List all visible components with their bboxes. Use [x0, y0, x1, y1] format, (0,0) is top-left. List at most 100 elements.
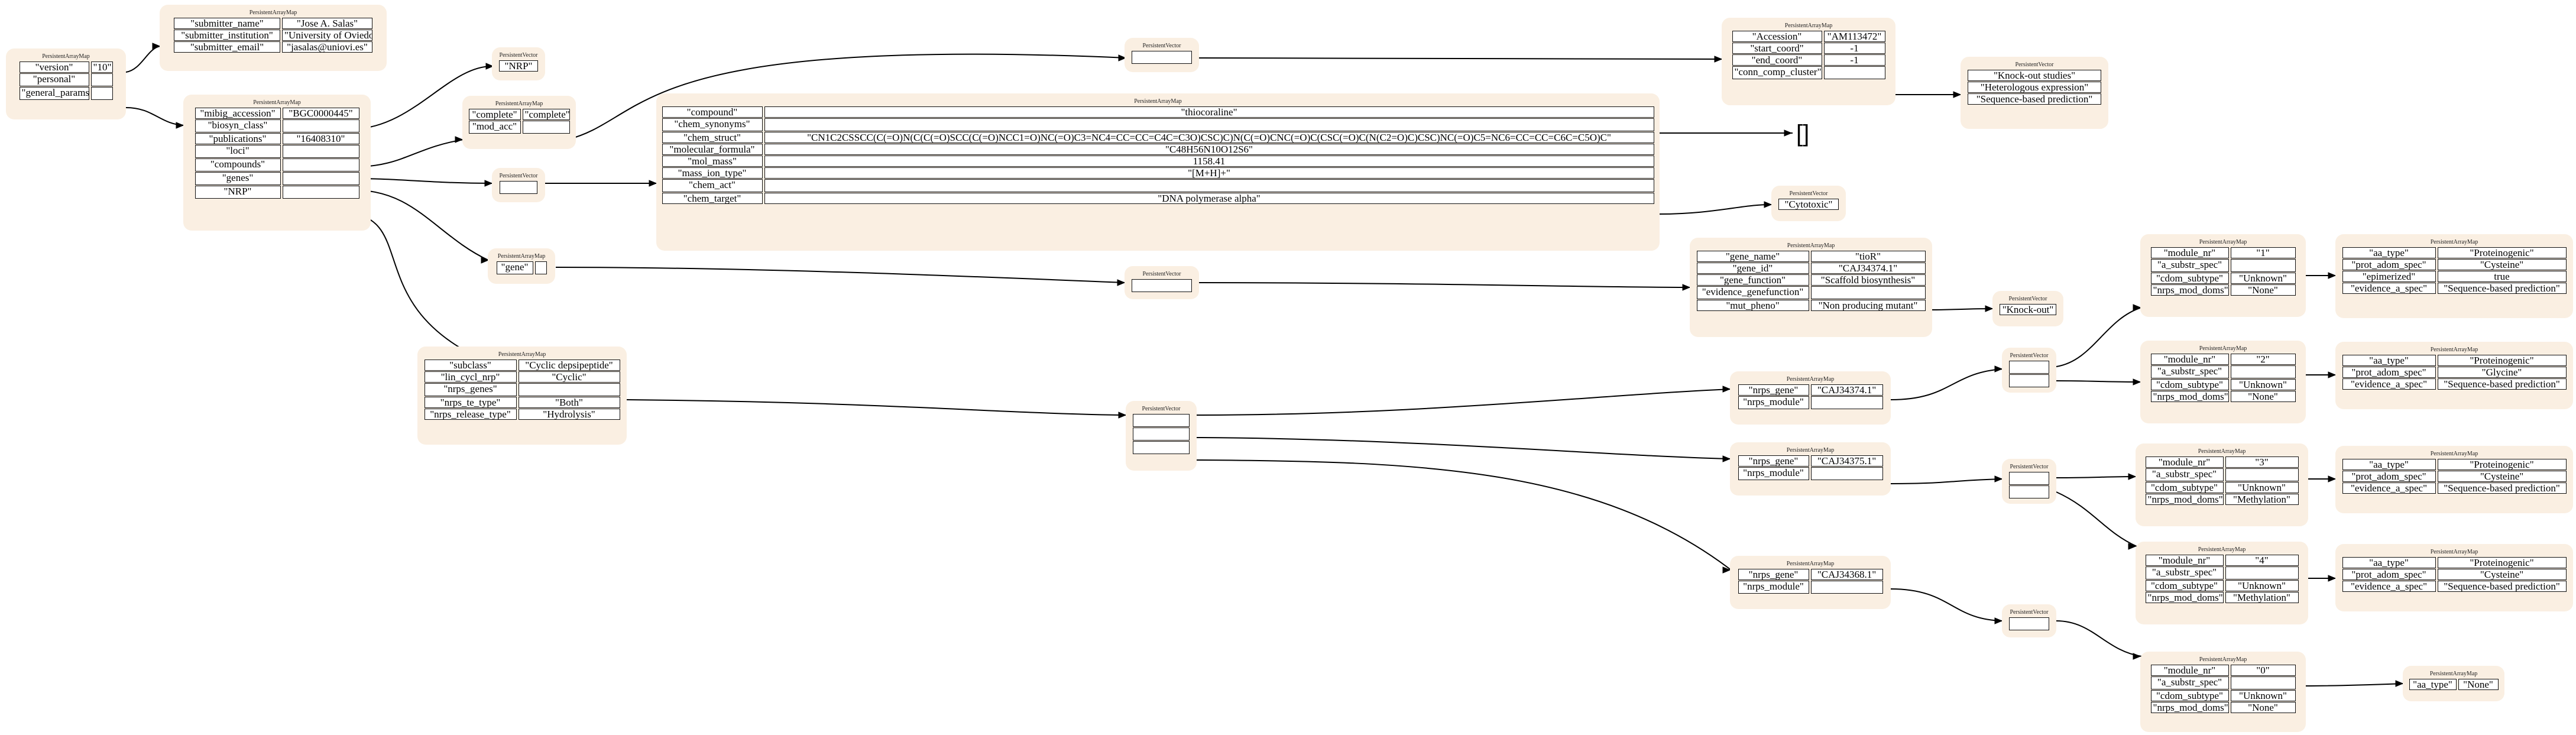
- node-type-label: PersistentVector: [1142, 43, 1181, 49]
- key-cell: "molecular_formula": [662, 144, 763, 155]
- arrowhead: [2128, 543, 2137, 550]
- node-s2: PersistentArrayMap"aa_type""Proteinogeni…: [2335, 342, 2573, 409]
- value-cell: [1823, 66, 1885, 79]
- node-type-label: PersistentArrayMap: [2199, 239, 2247, 245]
- node-type-label: PersistentVector: [2010, 352, 2049, 359]
- node-type-label: PersistentArrayMap: [249, 9, 297, 16]
- node-type-label: PersistentArrayMap: [1786, 447, 1835, 454]
- value-cell: "Both": [518, 397, 620, 408]
- key-cell: "NRP": [499, 60, 538, 72]
- value-cell: "University of Oviedo": [282, 30, 372, 41]
- key-cell: "chem_struct": [662, 132, 763, 143]
- key-cell: "nrps_gene": [1738, 569, 1809, 580]
- edge-line: [354, 178, 492, 184]
- node-s0: PersistentArrayMap"aa_type""None": [2403, 666, 2504, 701]
- value-cell: "None": [2230, 284, 2296, 296]
- key-cell: "aa_type": [2342, 557, 2436, 568]
- node-table: "aa_type""Proteinogenic""prot_adom_spec"…: [2342, 247, 2567, 294]
- edge-line: [1890, 588, 2004, 621]
- key-cell: "evidence_genefunction": [1696, 286, 1809, 299]
- key-cell: "module_nr": [2150, 247, 2229, 258]
- key-cell: "prot_adom_spec": [2342, 259, 2436, 270]
- key-cell: "nrps_release_type": [424, 409, 517, 420]
- node-table: "version""10""personal""general_params": [12, 61, 119, 100]
- arrowhead: [1722, 455, 1731, 462]
- node-root: PersistentArrayMap"version""10""personal…: [6, 48, 126, 119]
- edge-line: [125, 46, 161, 73]
- arrowhead: [1118, 54, 1127, 61]
- arrowhead: [481, 257, 490, 264]
- node-mod-vec2: PersistentVector: [2002, 459, 2056, 504]
- node-compounds-vec: PersistentVector: [492, 168, 545, 202]
- value-cell: [1810, 467, 1883, 480]
- value-cell: [518, 383, 620, 396]
- key-cell: [1133, 428, 1190, 441]
- value-cell: [2230, 365, 2296, 378]
- node-nrps3: PersistentArrayMap"nrps_gene""CAJ34368.1…: [1730, 556, 1891, 609]
- arrowhead: [2395, 680, 2404, 687]
- key-cell: "end_coord": [1732, 54, 1822, 66]
- edge-line: [1196, 459, 1732, 571]
- value-cell: "16408310": [282, 133, 359, 144]
- value-cell: "Sequence-based prediction": [2437, 483, 2567, 494]
- node-table: [498, 181, 539, 194]
- node-nrps-vec: PersistentVector: [1126, 401, 1197, 471]
- node-table: [1131, 51, 1193, 64]
- key-cell: "mol_mass": [662, 156, 763, 167]
- arrowhead: [484, 180, 493, 187]
- arrowhead: [1985, 305, 1994, 312]
- edge-line: [2056, 476, 2137, 478]
- node-table: [2008, 617, 2050, 630]
- node-table: "compound""thiocoraline""chem_synonyms""…: [662, 106, 1654, 204]
- value-cell: "CAJ34368.1": [1810, 569, 1883, 580]
- node-s4: PersistentArrayMap"aa_type""Proteinogeni…: [2335, 544, 2573, 611]
- arrowhead: [649, 180, 657, 187]
- value-cell: [764, 179, 1654, 192]
- node-type-label: PersistentVector: [499, 173, 538, 179]
- key-cell: "lin_cycl_nrp": [424, 371, 517, 383]
- value-cell: "2": [2230, 354, 2296, 365]
- node-table: "NRP": [498, 60, 539, 72]
- value-cell: [1810, 396, 1883, 409]
- node-type-label: PersistentArrayMap: [497, 253, 546, 260]
- edge-line: [354, 213, 485, 361]
- key-cell: "nrps_te_type": [424, 397, 517, 408]
- key-cell: "gene_name": [1696, 251, 1809, 262]
- value-cell: [1810, 286, 1926, 299]
- edge-line: [555, 267, 1126, 283]
- arrowhead: [1722, 566, 1731, 574]
- arrowhead: [1784, 129, 1793, 137]
- node-type-label: PersistentArrayMap: [2199, 345, 2247, 352]
- arrowhead: [2328, 272, 2337, 279]
- node-table: [1131, 279, 1193, 292]
- key-cell: "Accession": [1732, 31, 1822, 42]
- arrowhead: [1682, 284, 1691, 291]
- node-acc-map: PersistentArrayMap"Accession""AM113472""…: [1722, 18, 1895, 105]
- key-cell: "nrps_module": [1738, 396, 1809, 409]
- key-cell: "cdom_subtype": [2145, 482, 2224, 493]
- value-cell: "10": [90, 61, 113, 73]
- value-cell: "0": [2230, 665, 2296, 676]
- key-cell: "a_substr_spec": [2145, 566, 2224, 579]
- key-cell: [2009, 617, 2049, 630]
- node-table: "Cytotoxic": [1778, 199, 1839, 210]
- key-cell: [500, 181, 537, 194]
- arrowhead: [455, 136, 464, 143]
- edge-line: [626, 399, 1127, 416]
- key-cell: "mod_acc": [468, 121, 521, 134]
- node-type-label: PersistentArrayMap: [495, 101, 543, 107]
- value-cell: "Cyclic depsipeptide": [518, 360, 620, 371]
- value-cell: [2230, 676, 2296, 689]
- key-cell: "evidence_a_spec": [2342, 283, 2436, 294]
- node-loci-map: PersistentArrayMap"complete""complete""m…: [462, 96, 576, 149]
- edge-line: [567, 53, 1127, 140]
- node-cytotoxic-vec: PersistentVector"Cytotoxic": [1771, 186, 1846, 221]
- value-cell: "1": [2230, 247, 2296, 258]
- node-table: "nrps_gene""CAJ34375.1""nrps_module": [1736, 455, 1884, 480]
- value-cell: [2225, 468, 2299, 481]
- node-loci-vec: PersistentVector: [1125, 38, 1199, 72]
- node-gene-vec: PersistentVector: [1125, 266, 1199, 299]
- key-cell: "module_nr": [2150, 354, 2229, 365]
- value-cell: "None": [2230, 391, 2296, 402]
